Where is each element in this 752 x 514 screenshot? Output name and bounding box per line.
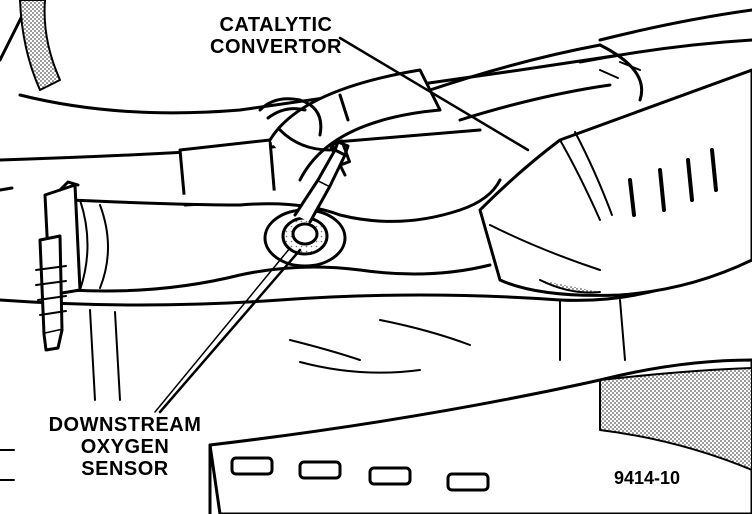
pipe-clamp xyxy=(35,180,82,352)
catalytic-convertor-label: CATALYTIC CONVERTOR xyxy=(186,14,366,58)
figure-number: 9414-10 xyxy=(614,468,681,488)
downstream-oxygen-sensor-label-line1: DOWNSTREAM xyxy=(48,414,202,436)
catalytic-convertor-label-line2: CONVERTOR xyxy=(210,36,342,58)
catalytic-convertor xyxy=(428,43,752,297)
leader-oxygen-sensor xyxy=(158,248,302,414)
downstream-oxygen-sensor-label-line2: OXYGEN xyxy=(80,436,170,458)
exhaust-pipe xyxy=(68,178,502,293)
leader-oxygen-sensor-2 xyxy=(154,247,291,413)
downstream-oxygen-sensor-label: DOWNSTREAM OXYGEN SENSOR xyxy=(30,414,220,480)
left-rail-shading xyxy=(19,0,61,91)
heat-shield xyxy=(0,358,752,514)
downstream-oxygen-sensor-label-line3: SENSOR xyxy=(81,458,169,480)
crossmember xyxy=(89,299,626,401)
leader-catalytic xyxy=(338,36,530,152)
oxygen-sensor xyxy=(263,140,350,268)
catalytic-convertor-label-line1: CATALYTIC xyxy=(219,14,333,36)
